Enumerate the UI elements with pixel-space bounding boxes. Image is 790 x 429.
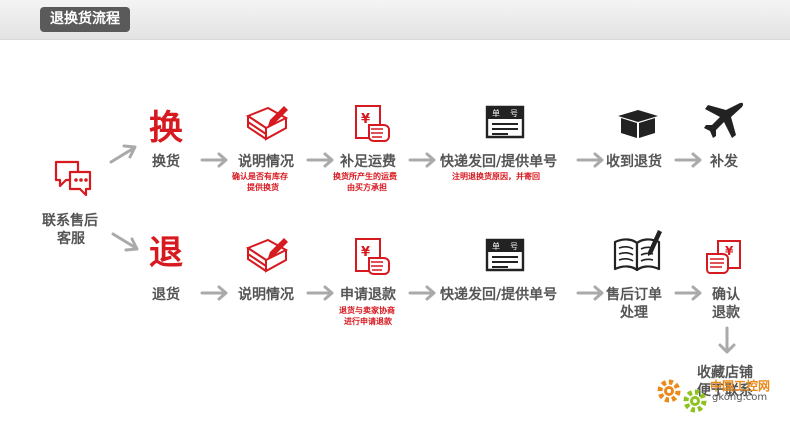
header-band: 退换货流程 <box>0 0 790 40</box>
collect-store-line1: 收藏店铺 <box>697 365 753 381</box>
exchange-note-explain-1: 确认是否有库存 <box>232 172 288 181</box>
exchange-big-char: 换 <box>149 108 183 148</box>
exchange-note-explain-2: 提供换货 <box>247 183 279 192</box>
arrow-right-icon <box>576 285 604 301</box>
waybill-label-left: 单 <box>492 108 500 118</box>
receipt-yen-symbol: ¥ <box>361 112 370 127</box>
arrow-right-icon <box>408 152 436 168</box>
arrow-up-right-icon <box>109 144 137 164</box>
yen-hand-icon: ¥ <box>355 238 390 275</box>
watermark-brand: 中国工控网 <box>710 379 771 393</box>
pencil-notepad-icon <box>246 106 289 141</box>
receipt-yen-symbol: ¥ <box>361 245 370 260</box>
refund-big-char: 退 <box>149 233 183 273</box>
pencil-notepad-icon <box>246 238 289 273</box>
waybill-icon: 单 号 <box>485 105 525 139</box>
book-pen-icon <box>613 230 662 272</box>
watermark: 中国工控网 gkong.com <box>652 370 790 429</box>
arrow-down-icon <box>718 326 736 354</box>
receipt-yen-symbol: ¥ <box>725 244 734 258</box>
arrow-right-icon <box>576 152 604 168</box>
arrow-right-icon <box>408 285 436 301</box>
box-icon <box>618 110 658 138</box>
waybill-label-right: 号 <box>510 109 518 118</box>
exchange-step-3: 补足运费 <box>340 154 396 170</box>
contact-label-line1: 联系售后 <box>42 213 98 229</box>
arrow-right-icon <box>306 152 334 168</box>
refund-confirm-line1: 确认 <box>712 287 740 303</box>
refund-confirm-line2: 退款 <box>712 305 740 321</box>
arrow-right-icon <box>674 152 702 168</box>
waybill-label-left: 单 <box>492 241 500 251</box>
exchange-step-4: 快递发回/提供单号 <box>440 154 558 170</box>
refund-note-apply-1: 退货与卖家协商 <box>339 306 395 315</box>
refund-step-3: 申请退款 <box>340 287 396 303</box>
refund-step-1: 退货 <box>152 287 180 303</box>
yen-hand-icon: ¥ <box>355 105 390 142</box>
exchange-note-fee-1: 换货所产生的运费 <box>333 172 397 181</box>
waybill-icon: 单 号 <box>485 238 525 272</box>
arrow-right-icon <box>674 285 702 301</box>
exchange-step-1: 换货 <box>152 154 180 170</box>
chat-bubbles-icon <box>54 160 92 196</box>
contact-label-line2: 客服 <box>57 231 85 247</box>
waybill-label-right: 号 <box>510 242 518 251</box>
arrow-right-icon <box>200 285 228 301</box>
exchange-step-2: 说明情况 <box>238 154 294 170</box>
gear-icon <box>683 389 707 413</box>
yen-document-icon: ¥ <box>706 240 741 274</box>
exchange-step-5: 收到退货 <box>606 154 662 170</box>
arrow-right-icon <box>200 152 228 168</box>
refund-step-2: 说明情况 <box>238 287 294 303</box>
watermark-domain: gkong.com <box>712 392 768 403</box>
refund-note-apply-2: 进行申请退款 <box>344 317 392 326</box>
collect-store-line2: 便于联系 <box>697 383 753 399</box>
arrow-down-right-icon <box>111 232 139 252</box>
refund-step-4: 快递发回/提供单号 <box>440 287 558 303</box>
gear-icon <box>657 379 681 403</box>
page-title: 退换货流程 <box>40 7 130 32</box>
refund-order-line1: 售后订单 <box>606 287 662 303</box>
exchange-note-fee-2: 由买方承担 <box>347 183 387 192</box>
exchange-note-ship: 注明退换货原因，并寄回 <box>452 172 540 181</box>
arrow-right-icon <box>306 285 334 301</box>
refund-order-line2: 处理 <box>620 305 648 321</box>
exchange-step-6: 补发 <box>710 154 738 170</box>
plane-icon <box>704 102 744 138</box>
